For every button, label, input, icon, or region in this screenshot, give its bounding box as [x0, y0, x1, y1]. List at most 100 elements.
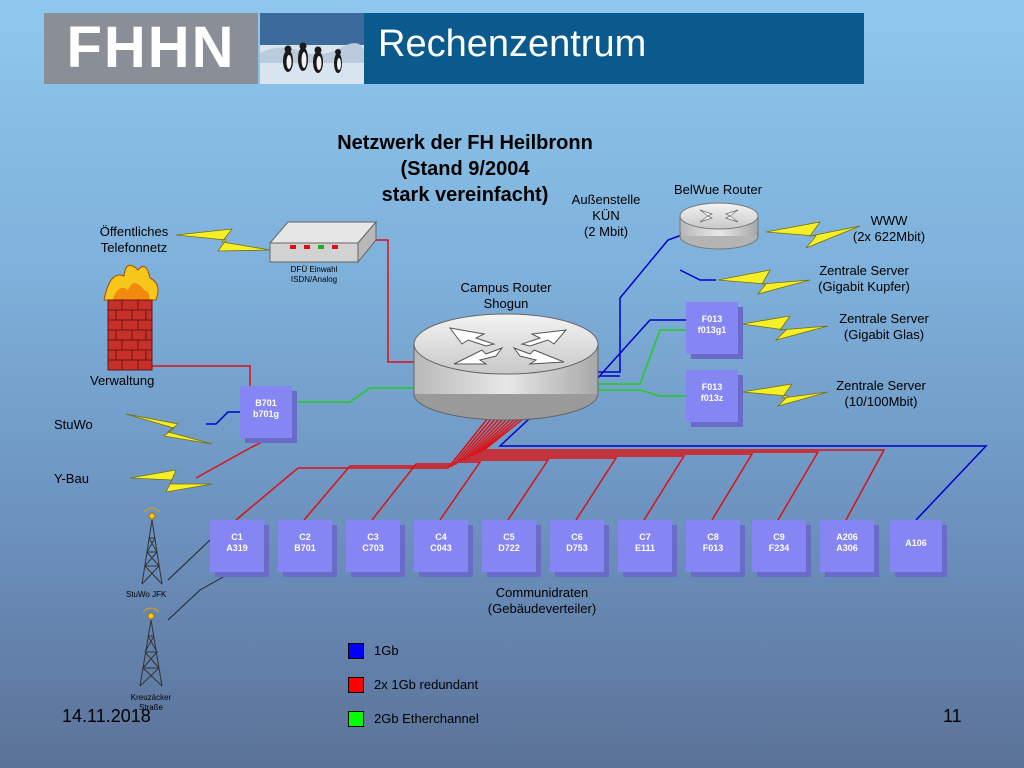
building-a106: A106	[890, 520, 942, 572]
label-server-100-line1: Zentrale Server	[836, 378, 926, 393]
building-c9-bottom: F234	[768, 543, 790, 553]
building-a206-bottom: A306	[836, 543, 858, 553]
label-server-kupfer-line2: (Gigabit Kupfer)	[818, 279, 910, 294]
lightning-bolt-icon	[125, 221, 861, 493]
building-a206-top: A206	[836, 532, 858, 542]
switch-f013g1-line1: F013	[701, 314, 723, 324]
fhhn-logo: FHHN	[44, 13, 258, 84]
building-c7-top: C7	[639, 532, 651, 542]
etherchannel-links	[298, 329, 690, 403]
switch-f013z-line2: f013z	[700, 393, 724, 403]
label-campus-router-line2: Shogun	[483, 296, 529, 311]
building-c5-top: C5	[503, 532, 515, 542]
label-server-glas-line1: Zentrale Server	[839, 311, 929, 326]
label-belwue-router: BelWue Router	[674, 182, 762, 197]
label-communidraten: Communidraten (Gebäudeverteiler)	[476, 585, 608, 617]
radio-tower-icon	[139, 607, 163, 687]
label-stuwo-jfk: StuWo JFK	[126, 590, 167, 599]
penguin-photo	[260, 13, 364, 84]
header-title-bar: Rechenzentrum	[364, 13, 864, 84]
switch-b701: B701 b701g	[240, 386, 292, 438]
label-kreuzaecker-line1: Kreuzäcker	[130, 693, 172, 702]
switch-f013z: F013 f013z	[686, 370, 738, 422]
label-kreuzaecker: Kreuzäcker Straße	[120, 693, 182, 713]
label-server-kupfer-line1: Zentrale Server	[819, 263, 909, 278]
label-verwaltung: Verwaltung	[90, 373, 155, 388]
switch-f013z-line1: F013	[701, 382, 723, 392]
building-c2-top: C2	[299, 532, 311, 542]
label-dfue-line1: DFÜ Einwahl	[290, 265, 338, 274]
redundant-links	[150, 239, 886, 521]
building-c5: C5 D722	[482, 520, 536, 572]
label-campus-router: Campus Router Shogun	[450, 280, 562, 312]
diagram-title-line2: (Stand 9/2004	[400, 158, 530, 180]
label-telefonnetz-line1: Öffentliches	[99, 224, 169, 239]
label-server-100-line2: (10/100Mbit)	[844, 394, 918, 409]
building-c2-bottom: B701	[294, 543, 316, 553]
label-aussenstelle-line2: KÜN	[592, 208, 620, 223]
building-c3: C3 C703	[346, 520, 400, 572]
legend-label-redundant: 2x 1Gb redundant	[374, 677, 479, 692]
building-c9: C9 F234	[752, 520, 806, 572]
router-icon	[679, 202, 759, 250]
building-c4-top: C4	[435, 532, 447, 542]
label-server-glas: Zentrale Server (Gigabit Glas)	[830, 311, 938, 343]
label-server-glas-line2: (Gigabit Glas)	[843, 327, 925, 342]
legend-label-1gb: 1Gb	[374, 643, 399, 658]
building-c2: C2 B701	[278, 520, 332, 572]
label-aussenstelle-line3: (2 Mbit)	[583, 224, 629, 239]
label-communidraten-line1: Communidraten	[495, 585, 589, 600]
legend-swatch-redundant	[348, 677, 364, 693]
building-c8-top: C8	[707, 532, 719, 542]
diagram-title-line1: Netzwerk der FH Heilbronn	[337, 132, 593, 154]
building-c7: C7 E111	[618, 520, 672, 572]
label-dfue: DFÜ Einwahl ISDN/Analog	[274, 265, 354, 285]
modem-icon	[268, 220, 378, 264]
legend-swatch-etherchannel	[348, 711, 364, 727]
building-c6-top: C6	[571, 532, 583, 542]
switch-f013g1-line2: f013g1	[697, 325, 727, 335]
footer-page-number: 11	[943, 706, 962, 726]
building-c8-bottom: F013	[702, 543, 724, 553]
label-ybau: Y-Bau	[54, 471, 89, 486]
building-c4: C4 C043	[414, 520, 468, 572]
diagram-title: Netzwerk der FH Heilbronn (Stand 9/2004 …	[300, 130, 630, 208]
building-c7-bottom: E111	[634, 543, 656, 553]
building-c1-bottom: A319	[226, 543, 248, 553]
building-c3-bottom: C703	[362, 543, 384, 553]
logo-text: FHHN	[66, 15, 236, 80]
label-aussenstelle: Außenstelle KÜN (2 Mbit)	[562, 192, 650, 240]
label-kreuzaecker-line2: Straße	[138, 703, 163, 712]
label-communidraten-line2: (Gebäudeverteiler)	[487, 601, 597, 616]
campus-router-icon	[413, 313, 599, 421]
building-c4-bottom: C043	[430, 543, 452, 553]
building-c1-top: C1	[231, 532, 243, 542]
footer-date: 14.11.2018	[62, 706, 151, 726]
label-www: WWW (2x 622Mbit)	[846, 213, 932, 245]
switch-b701-line1: B701	[255, 398, 277, 408]
switch-b701-line2: b701g	[252, 409, 279, 419]
label-stuwo: StuWo	[54, 417, 93, 432]
label-server-100: Zentrale Server (10/100Mbit)	[826, 378, 936, 410]
label-www-line1: WWW	[870, 213, 908, 228]
label-server-kupfer: Zentrale Server (Gigabit Kupfer)	[810, 263, 918, 295]
building-c6-bottom: D753	[566, 543, 588, 553]
legend-swatch-1gb	[348, 643, 364, 659]
label-telefonnetz-line2: Telefonnetz	[100, 240, 168, 255]
label-www-line2: (2x 622Mbit)	[852, 229, 926, 244]
radio-tower-icon	[141, 507, 163, 585]
legend-label-etherchannel: 2Gb Etherchannel	[374, 711, 479, 726]
building-a106-top: A106	[905, 538, 927, 548]
building-c9-top: C9	[773, 532, 785, 542]
gigabit-links	[206, 231, 988, 521]
switch-f013g1: F013 f013g1	[686, 302, 738, 354]
label-campus-router-line1: Campus Router	[460, 280, 552, 295]
building-c1: C1 A319	[210, 520, 264, 572]
building-c8: C8 F013	[686, 520, 740, 572]
building-c5-bottom: D722	[498, 543, 520, 553]
label-telefonnetz: Öffentliches Telefonnetz	[92, 224, 176, 256]
building-c3-top: C3	[367, 532, 379, 542]
firewall-icon	[103, 264, 159, 371]
label-aussenstelle-line1: Außenstelle	[571, 192, 641, 207]
